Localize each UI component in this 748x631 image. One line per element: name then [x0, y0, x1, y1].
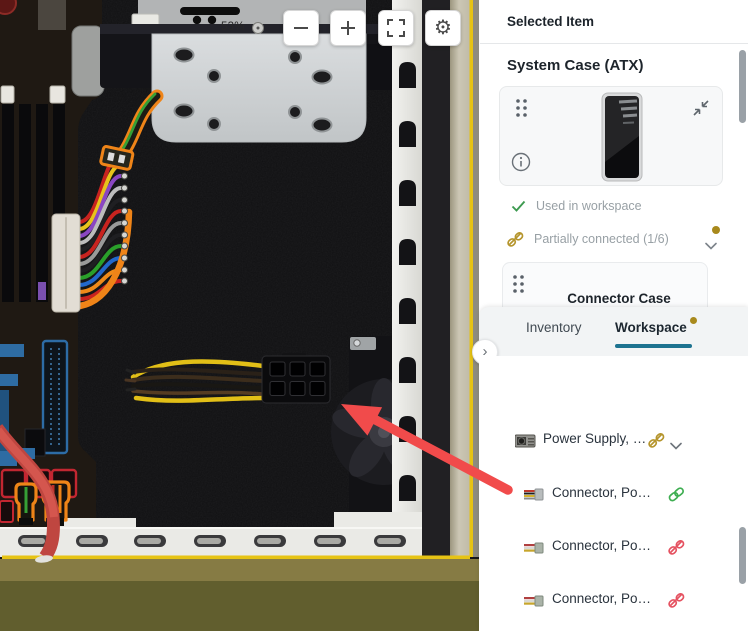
disconnected-icon	[667, 592, 685, 613]
panel-edge	[473, 0, 480, 557]
scrollbar-thumb[interactable]	[739, 527, 746, 584]
power-supply-thumbnail	[514, 432, 537, 453]
connector-case-label: Connector Case	[567, 291, 671, 306]
psu-connector[interactable]	[261, 353, 331, 404]
gear-icon: ⚙	[434, 17, 452, 39]
tab-inventory[interactable]: Inventory	[526, 320, 582, 335]
case-outer-wall	[450, 0, 470, 557]
motherboard[interactable]	[0, 0, 105, 527]
list-item-connector[interactable]: Connector, Po…	[479, 534, 748, 560]
ram-slots[interactable]	[0, 85, 66, 302]
highlighted-cable[interactable]	[99, 89, 164, 171]
workspace-tab-panel: › Inventory Workspace Power Supply, …	[472, 307, 748, 631]
chevron-down-icon[interactable]	[705, 237, 717, 255]
system-case-thumbnail	[601, 92, 645, 187]
disconnected-icon	[667, 539, 685, 560]
connector-case-card[interactable]: Connector Case	[502, 262, 708, 307]
selected-item-card[interactable]	[499, 86, 723, 186]
workspace-canvas[interactable]	[0, 0, 480, 631]
scrollbar-thumb[interactable]	[739, 50, 746, 123]
connection-status[interactable]: Partially connected (1/6)	[506, 231, 669, 247]
connected-icon	[667, 486, 685, 507]
chevron-right-icon: ›	[482, 343, 488, 360]
case-frame-right[interactable]	[392, 0, 422, 557]
panel-title: Selected Item	[507, 14, 595, 29]
fullscreen-icon	[387, 19, 405, 37]
list-item-connector[interactable]: Connector, Po…	[479, 481, 748, 507]
case-frame-bottom[interactable]	[0, 512, 458, 557]
plus-icon	[341, 21, 355, 35]
ide-connector[interactable]	[41, 339, 69, 455]
list-item-power-supply[interactable]: Power Supply, …	[479, 427, 748, 453]
connector-thumbnail	[524, 486, 544, 507]
selected-item-name: System Case (ATX)	[507, 57, 644, 74]
fit-to-screen-button[interactable]	[378, 10, 414, 46]
mounting-bracket[interactable]	[151, 22, 367, 143]
red-ribbon-cable[interactable]	[0, 424, 60, 564]
chevron-down-icon[interactable]	[670, 437, 682, 455]
connector-thumbnail	[524, 539, 544, 560]
psu-cable[interactable]	[124, 353, 331, 404]
partially-connected-icon	[647, 432, 665, 453]
zoom-out-button[interactable]	[283, 10, 319, 46]
info-icon[interactable]	[511, 152, 531, 177]
workspace-item-list: Power Supply, … Connector, Po…	[479, 356, 748, 631]
drag-handle-icon[interactable]	[514, 97, 528, 124]
notification-dot	[712, 226, 720, 234]
floor	[0, 559, 480, 631]
partially-connected-icon	[506, 231, 524, 247]
active-tab-underline	[615, 344, 692, 348]
settings-button[interactable]: ⚙	[425, 10, 461, 46]
case-wall-shadow	[422, 0, 450, 557]
capacitor	[0, 0, 17, 15]
zoom-level-label: 53%	[221, 21, 245, 33]
collapse-icon[interactable]	[692, 99, 710, 122]
selection-outline	[2, 0, 473, 559]
zoom-in-button[interactable]	[330, 10, 366, 46]
used-in-workspace-status: Used in workspace	[511, 199, 642, 213]
notification-dot	[689, 317, 697, 324]
minus-icon	[294, 27, 308, 29]
details-sidebar: Selected Item System Case (ATX)	[472, 0, 748, 631]
list-item-connector[interactable]: Connector, Po…	[479, 587, 748, 613]
tab-workspace[interactable]: Workspace	[615, 317, 697, 335]
selected-item-panel: Selected Item System Case (ATX)	[480, 0, 748, 307]
check-icon	[511, 200, 526, 212]
connector-thumbnail	[524, 592, 544, 613]
drag-handle-icon[interactable]	[511, 273, 525, 300]
